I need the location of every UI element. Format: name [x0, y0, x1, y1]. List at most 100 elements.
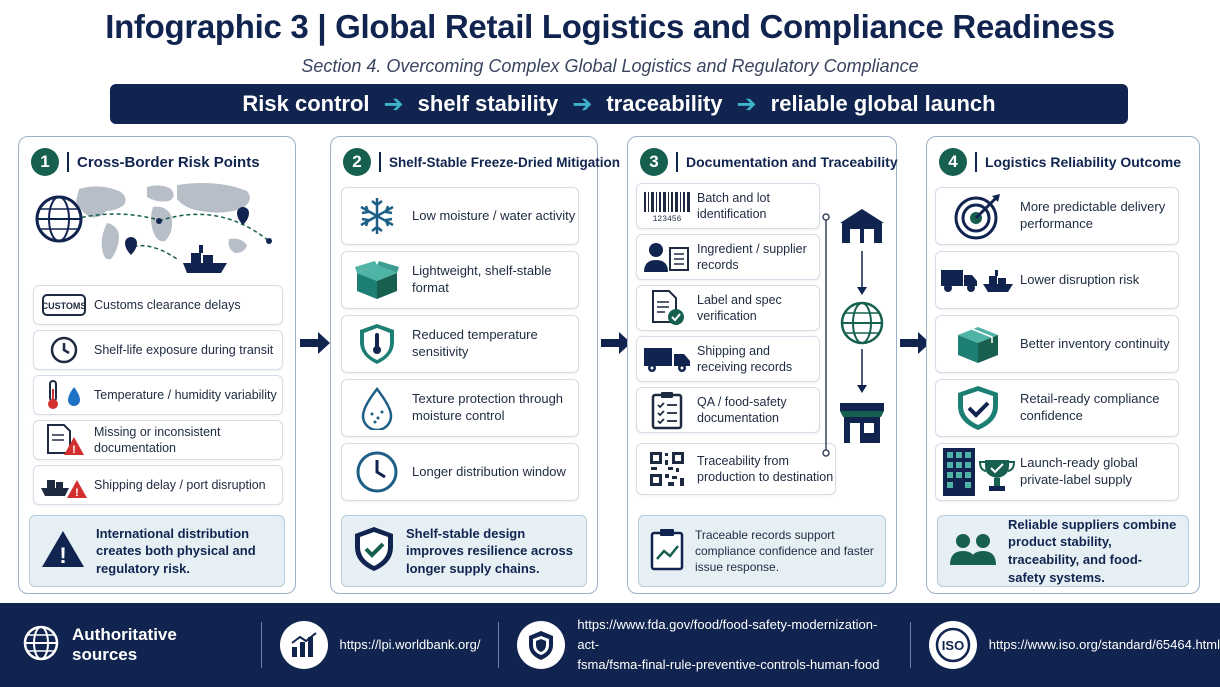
- list-item: ! Missing or inconsistent documentation: [33, 420, 283, 460]
- list-item: Better inventory continuity: [935, 315, 1179, 373]
- panel-header: 4 Logistics Reliability Outcome: [939, 147, 1191, 177]
- callout-text: International distribution creates both …: [96, 525, 256, 576]
- chart-icon: [279, 621, 328, 669]
- warning-triangle-icon: !: [40, 528, 86, 575]
- thermometer-droplet-icon: [34, 379, 94, 411]
- panel-number: 1: [31, 148, 59, 176]
- list-item: Launch-ready global private-label supply: [935, 443, 1179, 501]
- list-item-text: Temperature / humidity variability: [94, 387, 277, 402]
- svg-text:!: !: [72, 444, 76, 456]
- truck-ship-icon: [936, 264, 1020, 296]
- list-item-text: Better inventory continuity: [1020, 335, 1170, 351]
- list-item: Shelf-life exposure during transit: [33, 330, 283, 370]
- panel-logistics-reliability: 4 Logistics Reliability Outcome More pre…: [926, 136, 1200, 594]
- list-item-text: Shipping delay / port disruption: [94, 477, 266, 492]
- panel-header: 1 Cross-Border Risk Points: [31, 147, 287, 177]
- barcode-icon: 123456: [637, 190, 697, 222]
- list-item-text: QA / food-safety documentation: [697, 394, 787, 425]
- panel-number: 4: [939, 148, 967, 176]
- arrow-right-icon: [900, 332, 930, 354]
- clipboard-checklist-icon: [637, 390, 697, 430]
- target-icon: [936, 192, 1020, 240]
- list-item: Lower disruption risk: [935, 251, 1179, 309]
- stacked-boxes-icon: [936, 321, 1020, 367]
- document-check-icon: [637, 289, 697, 327]
- source-link-fda-line1: https://www.fda.gov/food/food-safety-mod…: [577, 616, 878, 652]
- barcode-digits: 123456: [653, 215, 682, 222]
- shield-thermometer-icon: [342, 322, 412, 366]
- truck-icon: [637, 344, 697, 374]
- divider: [260, 622, 262, 668]
- list-item-text: Ingredient / supplier records: [697, 241, 807, 272]
- footer-source-fda: https://www.fda.gov/food/food-safety-mod…: [517, 603, 891, 687]
- banner-step-risk-control: Risk control: [242, 91, 370, 116]
- svg-text:!: !: [75, 487, 79, 499]
- building-trophy-icon: [936, 446, 1020, 498]
- source-link-fda-line2: fsma/fsma-final-rule-preventive-controls…: [577, 657, 880, 673]
- list-item: Longer distribution window: [341, 443, 579, 501]
- shield-icon: [517, 621, 566, 669]
- list-item: Label and spec verification: [636, 285, 820, 331]
- list-item-text: Label and spec verification: [697, 292, 782, 323]
- iso-logo-text: ISO: [942, 638, 964, 653]
- list-item: Lightweight, shelf-stable format: [341, 251, 579, 309]
- person-records-icon: [637, 240, 697, 274]
- footer-label-section: Authoritative sources: [0, 603, 243, 687]
- list-item: Reduced temperature sensitivity: [341, 315, 579, 373]
- globe-icon: [840, 301, 884, 345]
- arrow-right-icon: [300, 332, 330, 354]
- customs-stamp-text: CUSTOMS: [42, 301, 87, 311]
- list-item-text: Lightweight, shelf-stable format: [412, 263, 552, 295]
- panel-title: Cross-Border Risk Points: [77, 153, 260, 171]
- storefront-icon: [840, 403, 884, 443]
- banner-step-global-launch: reliable global launch: [770, 91, 996, 116]
- callout-text: Shelf-stable design improves resilience …: [406, 525, 573, 576]
- list-item-text: Low moisture / water activity: [412, 207, 576, 223]
- list-item: Ingredient / supplier records: [636, 234, 820, 280]
- panel-title: Shelf-Stable Freeze-Dried Mitigation: [389, 154, 621, 170]
- clock-icon: [34, 335, 94, 365]
- list-item-text: Texture protection through moisture cont…: [412, 391, 564, 423]
- list-item: QA / food-safety documentation: [636, 387, 820, 433]
- arrow-right-icon: ➔: [736, 90, 757, 118]
- source-link-fda[interactable]: https://www.fda.gov/food/food-safety-mod…: [577, 615, 891, 675]
- list-item: Traceability from production to destinat…: [636, 443, 836, 495]
- list-item: 123456 Batch and lot identification: [636, 183, 820, 229]
- panel-header: 3 Documentation and Traceability: [640, 147, 898, 177]
- footer-label: Authoritative sources: [72, 625, 177, 664]
- panel-title: Logistics Reliability Outcome: [985, 154, 1182, 170]
- source-link-worldbank[interactable]: https://lpi.worldbank.org/: [339, 636, 481, 652]
- divider: [975, 152, 977, 172]
- source-link-iso[interactable]: https://www.iso.org/standard/65464.html: [988, 636, 1220, 652]
- list-item: Shipping and receiving records: [636, 336, 820, 382]
- list-item-text: Retail-ready compliance confidence: [1020, 391, 1160, 423]
- world-map-illustration: [35, 183, 272, 273]
- list-item: Texture protection through moisture cont…: [341, 379, 579, 437]
- shield-check-icon: [936, 384, 1020, 432]
- list-item: More predictable delivery performance: [935, 187, 1179, 245]
- iso-logo-icon: ISO: [928, 621, 977, 669]
- process-banner: Risk control ➔ shelf stability ➔ traceab…: [110, 84, 1128, 124]
- list-item: ! Shipping delay / port disruption: [33, 465, 283, 505]
- water-drop-icon: [342, 386, 412, 430]
- panel-callout: Reliable suppliers combine product stabi…: [937, 515, 1189, 587]
- list-item-text: Longer distribution window: [412, 463, 566, 479]
- panel-callout: Shelf-stable design improves resilience …: [341, 515, 587, 587]
- banner-step-shelf-stability: shelf stability: [417, 91, 559, 116]
- callout-text: Traceable records support compliance con…: [695, 527, 874, 575]
- list-item: Temperature / humidity variability: [33, 375, 283, 415]
- panel-callout: Traceable records support compliance con…: [638, 515, 886, 587]
- list-item-text: More predictable delivery performance: [1020, 199, 1166, 231]
- list-item-text: Shipping and receiving records: [697, 343, 793, 374]
- customs-stamp-icon: CUSTOMS: [34, 293, 94, 317]
- list-item-text: Shelf-life exposure during transit: [94, 342, 274, 357]
- list-item-text: Traceability from production to destinat…: [697, 453, 834, 484]
- panel-documentation-traceability: 3 Documentation and Traceability 123456 …: [627, 136, 898, 594]
- panel-title: Documentation and Traceability: [686, 154, 898, 170]
- arrow-right-icon: ➔: [383, 90, 404, 118]
- panel-callout: ! International distribution creates bot…: [29, 515, 285, 587]
- globe-icon: [22, 624, 60, 667]
- shield-check-icon: [352, 525, 396, 578]
- divider: [498, 622, 500, 668]
- clock-icon: [342, 450, 412, 494]
